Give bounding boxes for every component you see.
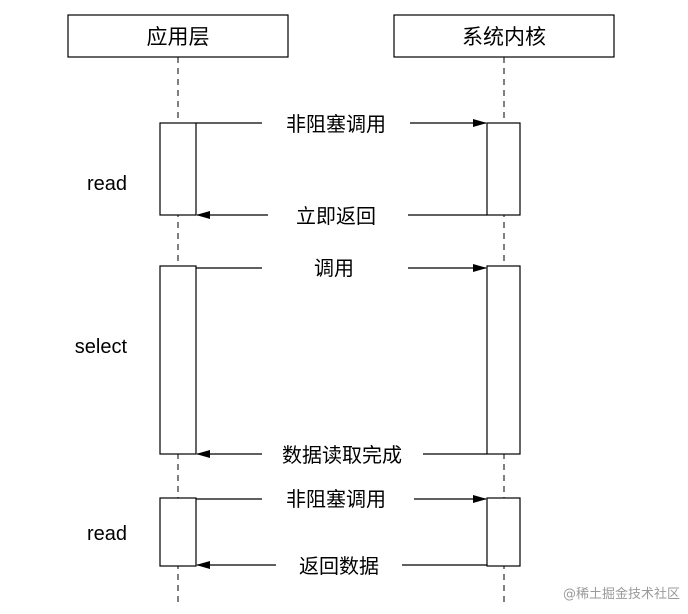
message-3: 调用	[196, 256, 487, 280]
message-6-label: 返回数据	[299, 554, 379, 578]
kernel-activation-2	[486, 265, 521, 455]
message-5-label: 非阻塞调用	[286, 487, 386, 511]
call-label-read-2: read	[87, 523, 127, 545]
call-label-read-1: read	[87, 173, 127, 195]
message-2-label: 立即返回	[296, 204, 376, 228]
message-1-label: 非阻塞调用	[286, 112, 386, 136]
app-activation-3	[159, 497, 197, 567]
message-2: 立即返回	[196, 204, 487, 228]
participant-kernel-box	[393, 14, 615, 58]
kernel-activation-3	[486, 497, 521, 567]
watermark: @稀土掘金技术社区	[563, 586, 680, 602]
message-3-label: 调用	[314, 256, 354, 280]
app-activation-2	[159, 265, 197, 455]
participant-kernel-label: 系统内核	[462, 25, 546, 49]
participant-app: 应用层	[67, 14, 289, 58]
message-6: 返回数据	[196, 554, 487, 578]
message-4-label: 数据读取完成	[282, 443, 402, 467]
participant-kernel: 系统内核	[393, 14, 615, 58]
message-5: 非阻塞调用	[196, 487, 487, 511]
call-label-select: select	[75, 336, 128, 358]
message-1: 非阻塞调用	[196, 112, 487, 136]
message-4: 数据读取完成	[196, 443, 487, 467]
participant-app-box	[67, 14, 289, 58]
kernel-activation-1	[486, 122, 521, 216]
participant-app-label: 应用层	[147, 25, 210, 49]
app-activation-1	[159, 122, 197, 216]
